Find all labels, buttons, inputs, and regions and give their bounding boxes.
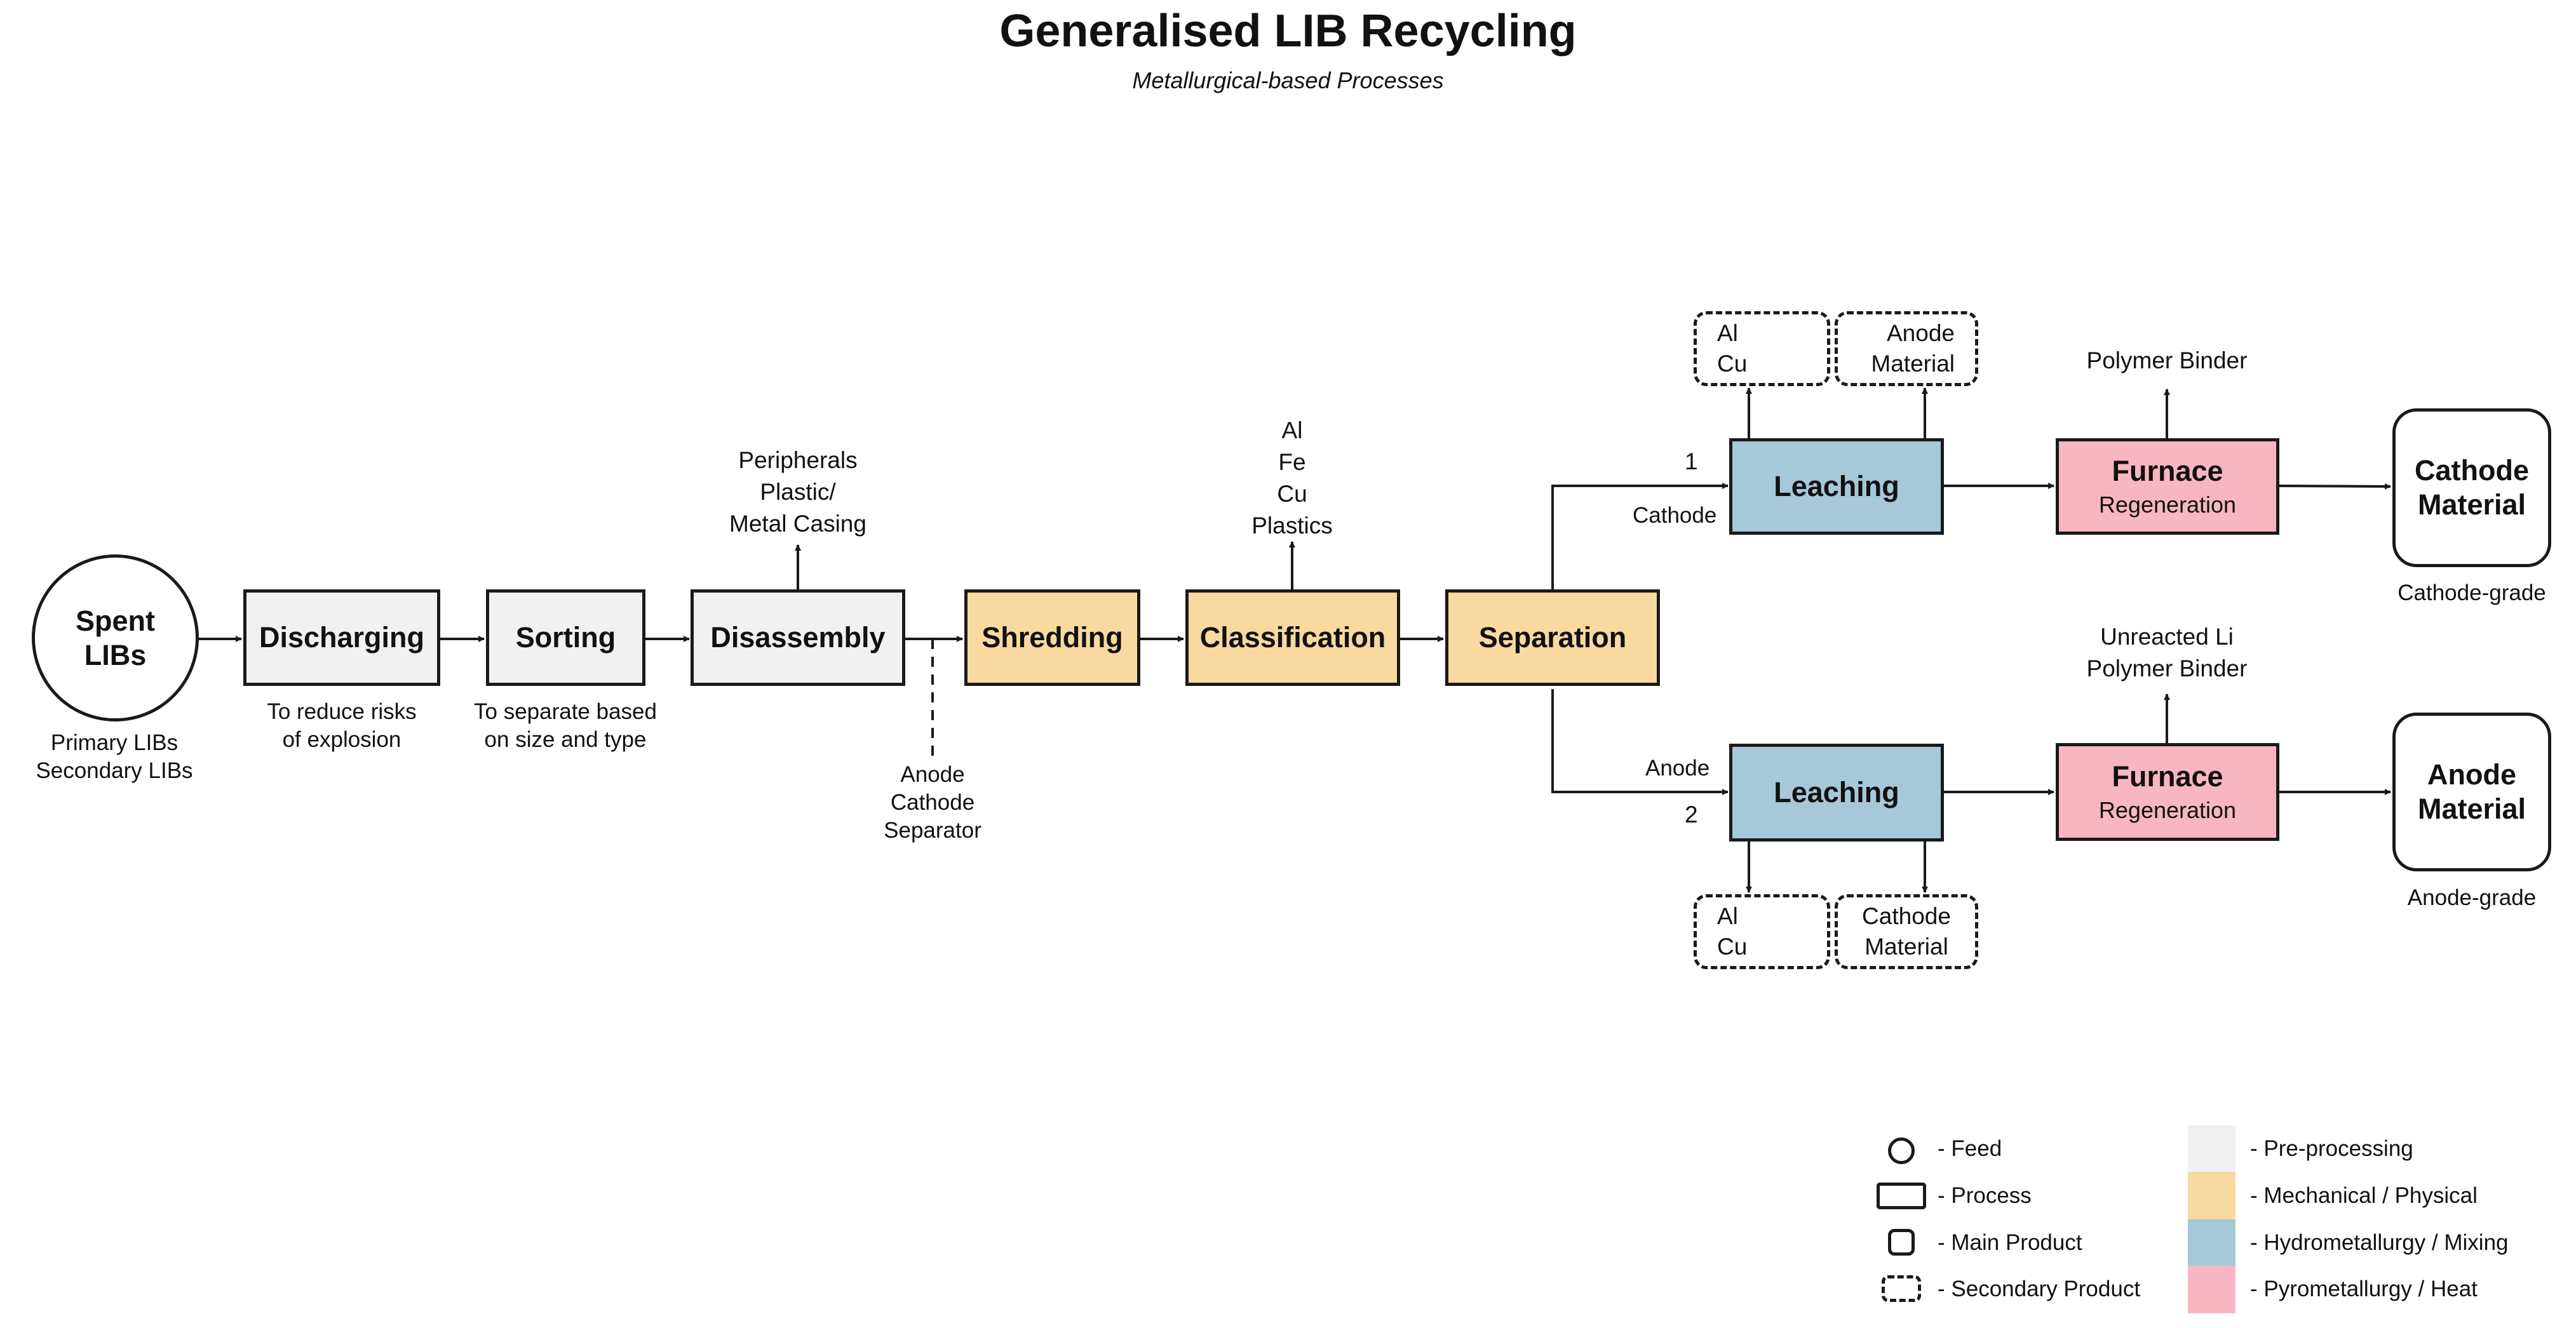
legend-secondary-product: - Secondary Product xyxy=(1938,1277,2141,1301)
classification-output-plastics: Plastics xyxy=(1251,512,1333,539)
secondary-anode-line1: Anode xyxy=(1887,319,1955,346)
sorting-note-line1: To separate based xyxy=(474,699,657,724)
product-cathode-material: Cathode Material xyxy=(2392,408,2551,567)
legend-hydrometallurgy-swatch xyxy=(2188,1219,2235,1267)
discharging-label: Discharging xyxy=(259,621,425,654)
furnace-anode-sub: Regeneration xyxy=(2098,797,2237,824)
legend-secondary-product-icon xyxy=(1882,1275,1921,1302)
legend-pre-processing-swatch xyxy=(2188,1125,2235,1173)
discharging-note-line1: To reduce risks xyxy=(267,699,417,724)
branch-1-number: 1 xyxy=(1685,448,1698,474)
classification-output: Al Fe Cu Plastics xyxy=(1216,415,1368,542)
disassembly-label: Disassembly xyxy=(710,621,886,654)
classification-label: Classification xyxy=(1199,621,1386,654)
sorting-note: To separate based on size and type xyxy=(451,698,680,754)
feed-label-line1: Spent xyxy=(75,604,155,637)
legend-main-product-icon xyxy=(1888,1229,1915,1256)
disassembly-output-line3: Metal Casing xyxy=(729,510,867,537)
secondary-cathode-line1: Cathode xyxy=(1862,902,1951,929)
discharging-note-line2: of explosion xyxy=(282,727,401,752)
feed-spent-libs: Spent LIBs xyxy=(32,554,199,721)
secondary-top-al: Al xyxy=(1717,319,1738,346)
anode-stream-label: Anode xyxy=(1645,756,1710,781)
secondary-anode-material: Anode Material xyxy=(1835,311,1978,386)
cathode-product-line2: Material xyxy=(2417,488,2526,521)
cathode-product-note: Cathode-grade xyxy=(2397,580,2546,605)
disassembly-output: Peripherals Plastic/ Metal Casing xyxy=(696,445,900,540)
classification-output-cu: Cu xyxy=(1277,480,1307,507)
process-shredding: Shredding xyxy=(964,589,1140,686)
feed-note: Primary LIBs Secondary LIBs xyxy=(19,729,210,785)
separation-label: Separation xyxy=(1478,621,1627,654)
classification-output-al: Al xyxy=(1281,417,1303,443)
disassembly-side-output: Anode Cathode Separator xyxy=(856,761,1009,844)
secondary-al-cu-bottom: Al Cu xyxy=(1694,894,1830,969)
cathode-product-line1: Cathode xyxy=(2415,454,2529,486)
process-leaching-anode: Leaching xyxy=(1729,744,1944,842)
legend-process: - Process xyxy=(1938,1183,2032,1208)
diagram-title: Generalised LIB Recycling xyxy=(999,6,1577,57)
branch-2-number: 2 xyxy=(1685,801,1698,828)
legend-pre-processing: - Pre-processing xyxy=(2250,1136,2413,1161)
side-output-line3: Separator xyxy=(884,817,981,843)
furnace-anode-output: Unreacted Li Polymer Binder xyxy=(2059,621,2275,685)
feed-note-line2: Secondary LIBs xyxy=(36,758,193,783)
leaching-cathode-label: Leaching xyxy=(1774,470,1899,502)
shredding-label: Shredding xyxy=(981,621,1123,654)
process-sorting: Sorting xyxy=(486,589,645,686)
process-separation: Separation xyxy=(1445,589,1660,686)
anode-product-line1: Anode xyxy=(2427,758,2516,791)
process-classification: Classification xyxy=(1185,589,1400,686)
arrow-separation-anode-leaching xyxy=(1551,689,1729,795)
legend-process-rect-icon xyxy=(1877,1183,1926,1209)
diagram-subtitle: Metallurgical-based Processes xyxy=(1132,67,1444,93)
secondary-bottom-cu: Cu xyxy=(1717,934,1748,960)
furnace-cathode-sub: Regeneration xyxy=(2098,492,2237,518)
furnace-cathode-output: Polymer Binder xyxy=(2086,347,2248,373)
secondary-bottom-al: Al xyxy=(1717,902,1738,929)
process-furnace-anode: Furnace Regeneration xyxy=(2056,743,2279,841)
legend-pyrometallurgy: - Pyrometallurgy / Heat xyxy=(2250,1277,2478,1301)
secondary-top-cu: Cu xyxy=(1717,351,1748,377)
legend-main-product: - Main Product xyxy=(1938,1230,2082,1255)
process-furnace-cathode: Furnace Regeneration xyxy=(2056,438,2279,535)
furnace-anode-output-line2: Polymer Binder xyxy=(2086,655,2248,681)
process-discharging: Discharging xyxy=(243,589,440,686)
secondary-cathode-line2: Material xyxy=(1865,934,1948,960)
furnace-anode-output-line1: Unreacted Li xyxy=(2100,624,2234,650)
legend-pyrometallurgy-swatch xyxy=(2188,1266,2235,1313)
classification-output-fe: Fe xyxy=(1278,448,1306,475)
anode-product-line2: Material xyxy=(2417,793,2526,825)
discharging-note: To reduce risks of explosion xyxy=(227,698,456,754)
furnace-cathode-label: Furnace xyxy=(2112,455,2223,488)
side-output-line1: Anode xyxy=(900,762,965,787)
furnace-anode-label: Furnace xyxy=(2112,760,2223,793)
disassembly-output-line2: Plastic/ xyxy=(760,478,836,505)
feed-label-line2: LIBs xyxy=(84,638,147,671)
secondary-cathode-material: Cathode Material xyxy=(1835,894,1978,969)
legend-hydrometallurgy: - Hydrometallurgy / Mixing xyxy=(2250,1230,2509,1255)
disassembly-output-line1: Peripherals xyxy=(738,447,858,473)
side-output-line2: Cathode xyxy=(890,789,975,815)
process-disassembly: Disassembly xyxy=(691,589,905,686)
legend-feed-circle-icon xyxy=(1888,1137,1915,1164)
cathode-stream-label: Cathode xyxy=(1633,503,1717,528)
anode-product-note: Anode-grade xyxy=(2407,885,2537,910)
feed-note-line1: Primary LIBs xyxy=(50,730,179,755)
leaching-anode-label: Leaching xyxy=(1774,776,1899,808)
process-leaching-cathode: Leaching xyxy=(1729,438,1944,535)
arrow-separation-cathode-leaching xyxy=(1551,483,1729,589)
sorting-note-line2: on size and type xyxy=(484,727,647,752)
secondary-anode-line2: Material xyxy=(1871,351,1955,377)
legend-mechanical-swatch xyxy=(2188,1172,2235,1219)
sorting-label: Sorting xyxy=(515,621,616,654)
product-anode-material: Anode Material xyxy=(2392,713,2551,871)
legend-mechanical: - Mechanical / Physical xyxy=(2250,1183,2478,1208)
legend-feed: - Feed xyxy=(1938,1136,2002,1161)
secondary-al-cu-top: Al Cu xyxy=(1694,311,1830,386)
